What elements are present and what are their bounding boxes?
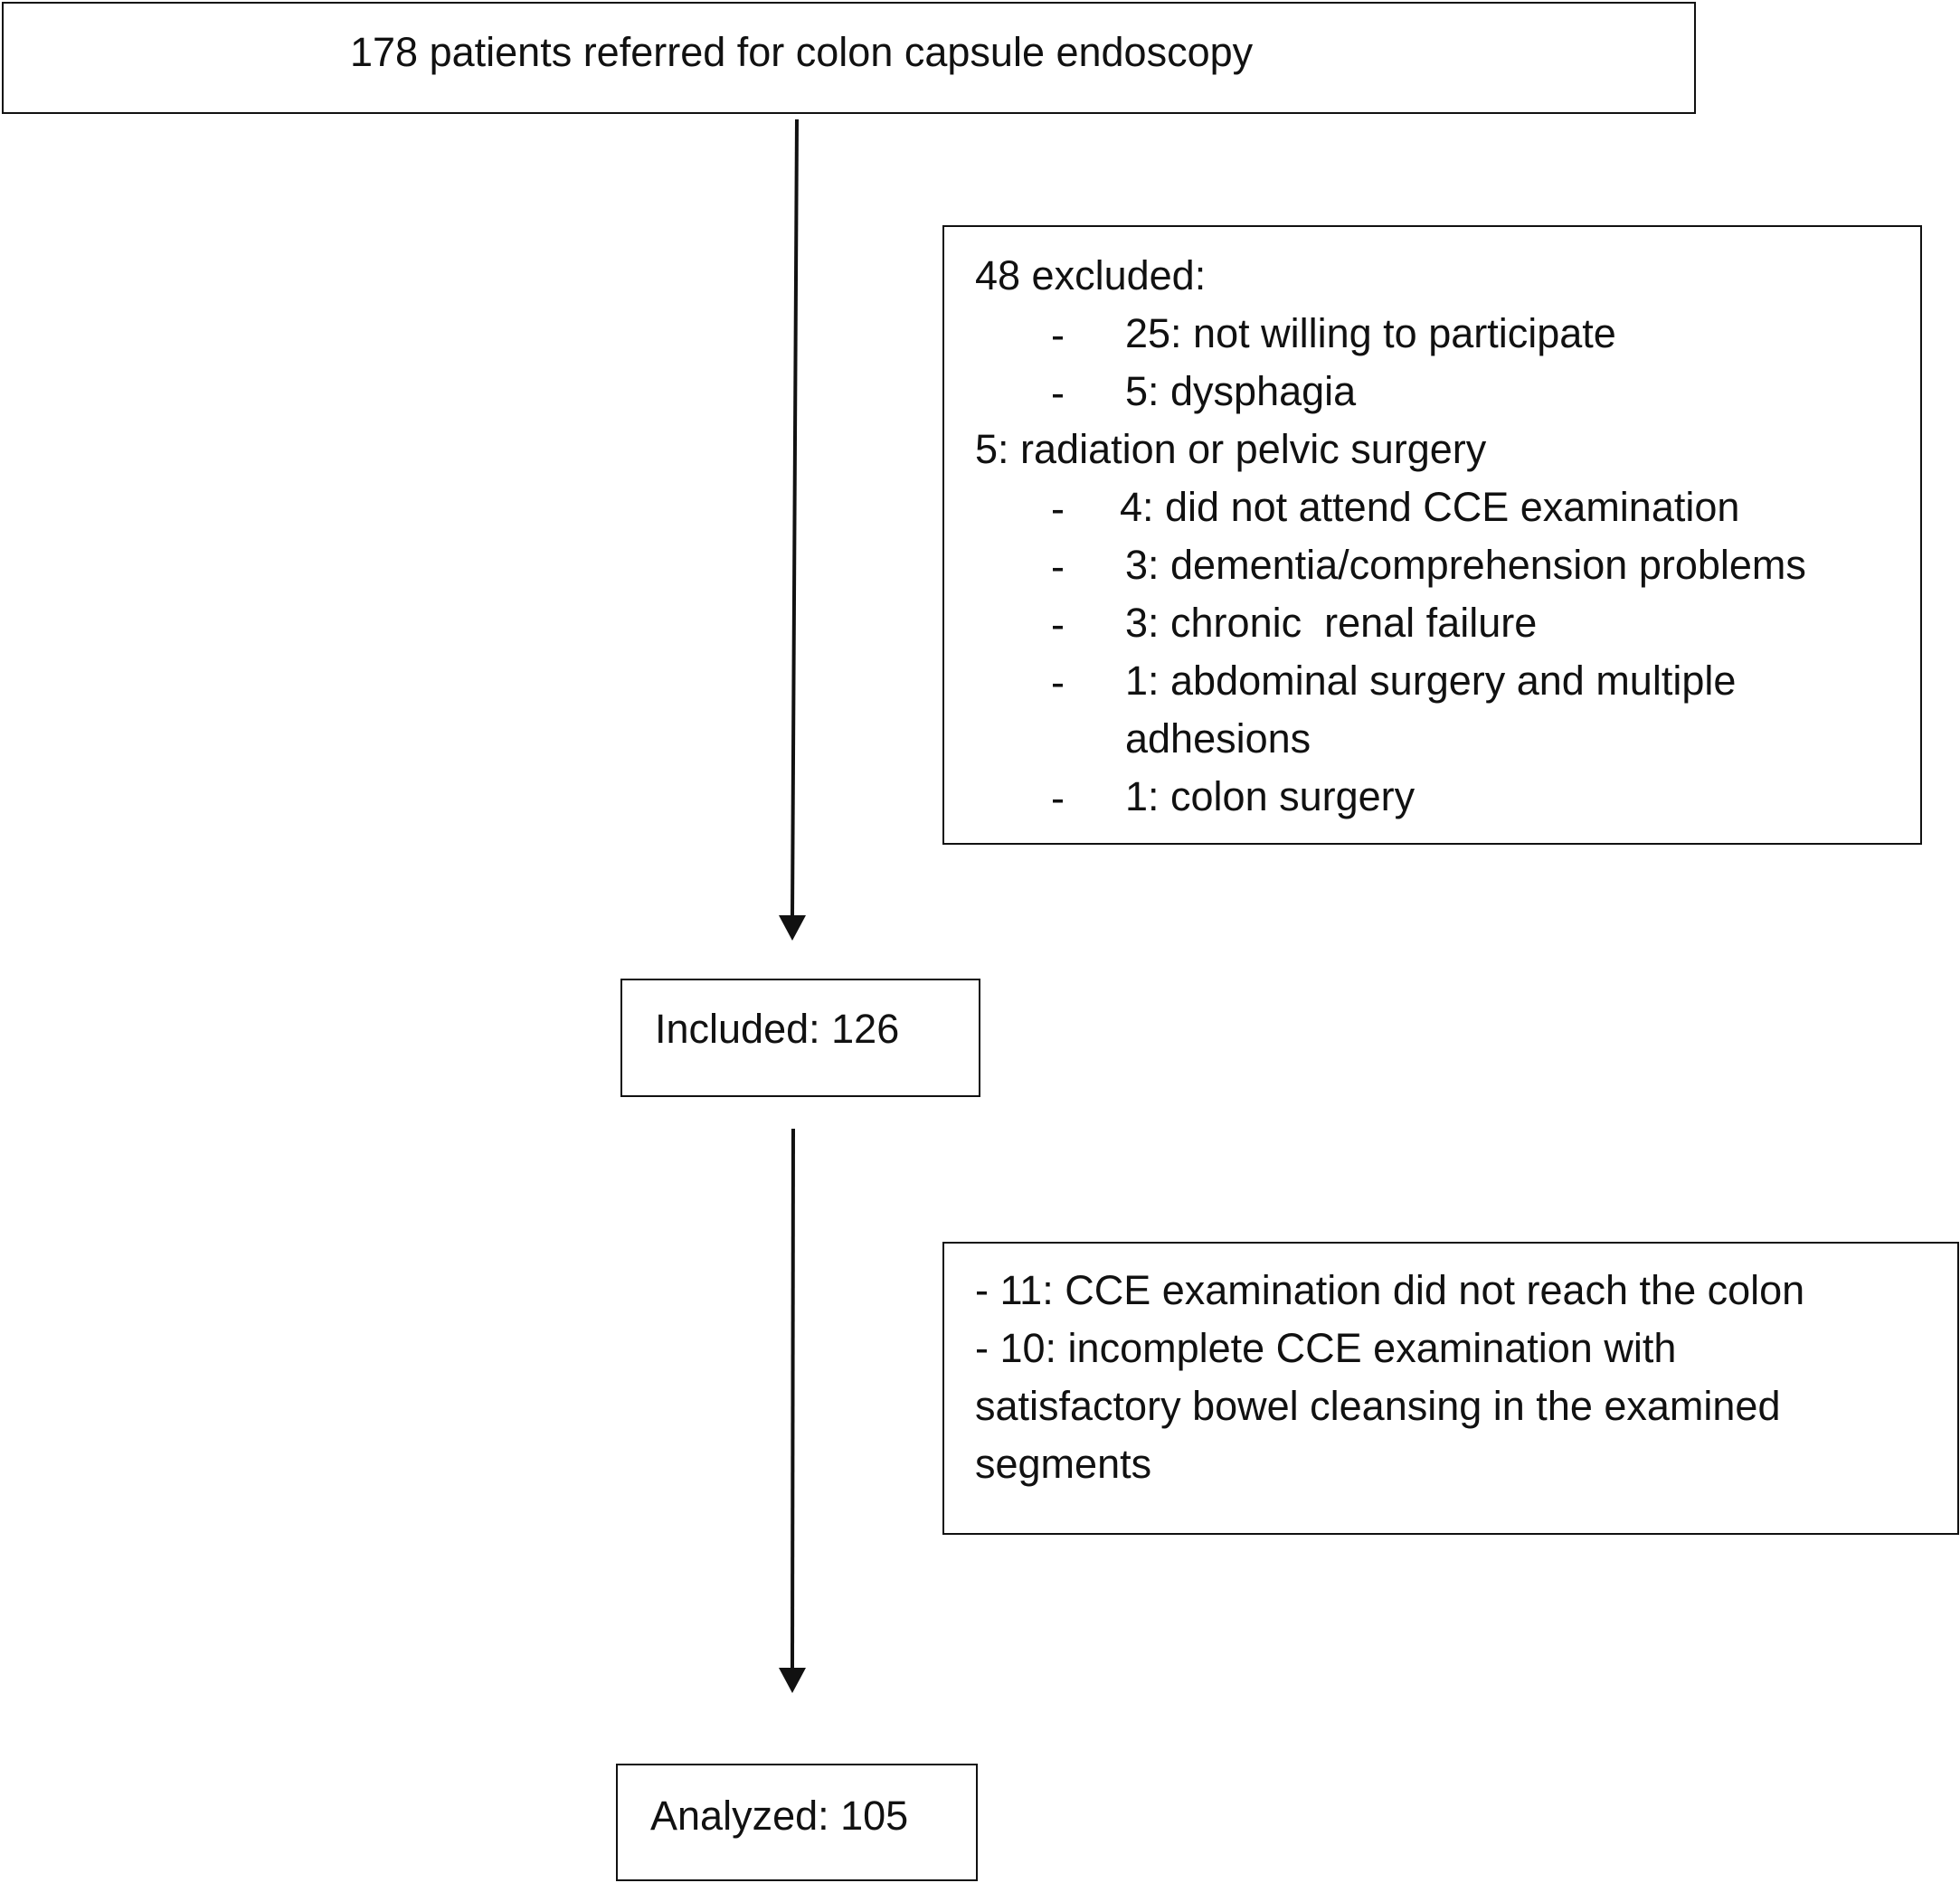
exclusion-item: 5: dysphagia xyxy=(1125,368,1357,414)
loss-line: - 10: incomplete CCE examination with xyxy=(975,1325,1677,1371)
loss-line: - 11: CCE examination did not reach the … xyxy=(975,1267,1805,1313)
loss-line: satisfactory bowel cleansing in the exam… xyxy=(975,1383,1781,1429)
bullet-dash: - xyxy=(1051,775,1065,821)
included-text: Included: 126 xyxy=(655,1006,900,1052)
arrow-line-bottom xyxy=(791,1128,795,1670)
arrowhead-top xyxy=(779,915,806,941)
bullet-dash: - xyxy=(1051,370,1065,416)
analyzed-text: Analyzed: 105 xyxy=(650,1793,909,1839)
exclusion-heading: 48 excluded: xyxy=(975,252,1207,298)
arrow-line-top xyxy=(791,118,799,918)
bullet-dash: - xyxy=(1051,486,1065,532)
referred-box: 178 patients referred for colon capsule … xyxy=(2,2,1696,114)
bullet-dash: - xyxy=(1051,601,1065,648)
exclusion-box: 48 excluded: - 25: not willing to partic… xyxy=(942,225,1922,845)
analyzed-box: Analyzed: 105 xyxy=(616,1764,978,1881)
loss-line: segments xyxy=(975,1441,1152,1487)
bullet-dash: - xyxy=(1051,312,1065,358)
exclusion-item: 3: chronic renal failure xyxy=(1125,600,1538,646)
exclusion-item: 4: did not attend CCE examination xyxy=(1120,484,1740,530)
arrowhead-bottom xyxy=(779,1668,806,1693)
bullet-dash: - xyxy=(1051,544,1065,590)
exclusion-item: 25: not willing to participate xyxy=(1125,310,1616,356)
exclusion-item: 1: colon surgery xyxy=(1125,773,1416,819)
loss-box: - 11: CCE examination did not reach the … xyxy=(942,1242,1959,1535)
bullet-dash: - xyxy=(1051,659,1065,705)
exclusion-item: 5: radiation or pelvic surgery xyxy=(975,426,1487,472)
exclusion-item: adhesions xyxy=(1125,715,1311,762)
exclusion-item: 1: abdominal surgery and multiple xyxy=(1125,658,1737,704)
included-box: Included: 126 xyxy=(620,979,980,1097)
referred-text: 178 patients referred for colon capsule … xyxy=(350,29,1254,75)
exclusion-item: 3: dementia/comprehension problems xyxy=(1125,542,1806,588)
